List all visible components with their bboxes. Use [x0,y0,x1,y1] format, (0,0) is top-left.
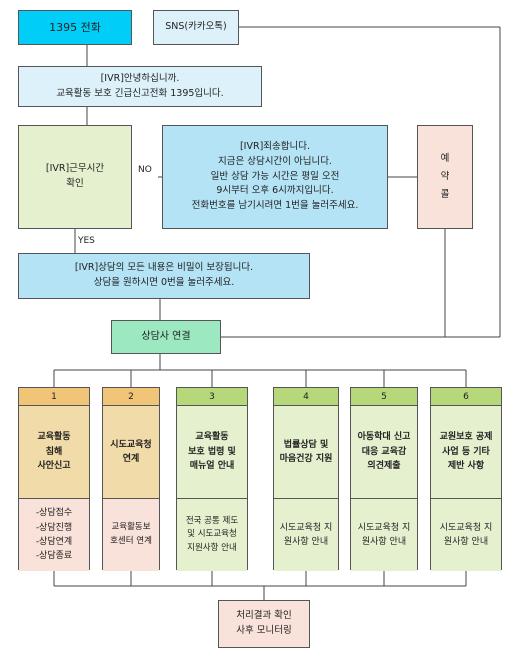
confidentiality-notice-node: [IVR]상담의 모든 내용은 비밀이 보장됩니다. 상담을 원하시면 0번을 … [18,253,310,299]
category-number: 2 [103,388,159,406]
work-hours-check-node: [IVR]근무시간 확인 [18,125,132,229]
category-title: 법률상담 및 마음건강 지원 [274,406,338,499]
category-title: 아동학대 신고 대응 교육감 의견제출 [351,406,417,499]
category-number: 3 [177,388,247,406]
category-detail: 교육활동보 호센터 연계 [103,499,159,571]
category-title: 교육활동 보호 법령 및 매뉴얼 안내 [177,406,247,499]
yes-edge-label: YES [78,236,95,246]
call-1395-node: 1395 전화 [18,10,132,45]
category-number: 5 [351,388,417,406]
category-detail: -상담접수 -상담진행 -상담연계 -상담종료 [19,499,89,571]
category-detail: 시도교육청 지 원사항 안내 [351,499,417,571]
category-column: 3 교육활동 보호 법령 및 매뉴얼 안내 전국 공통 제도 및 시도교육청 지… [176,387,248,571]
category-title: 시도교육청 연계 [103,406,159,499]
ivr-greeting-node: [IVR]안녕하십니까. 교육활동 보호 긴급신고전화 1395입니다. [18,66,262,107]
category-column: 4 법률상담 및 마음건강 지원 시도교육청 지 원사항 안내 [273,387,339,571]
no-edge-label: NO [138,165,152,175]
category-column: 1 교육활동 침해 사안신고 -상담접수 -상담진행 -상담연계 -상담종료 [18,387,90,571]
category-number: 1 [19,388,89,406]
category-detail: 시도교육청 지 원사항 안내 [431,499,501,571]
reservation-call-node: 예 약 콜 [417,125,473,229]
category-column: 2 시도교육청 연계 교육활동보 호센터 연계 [102,387,160,571]
counselor-connect-node: 상담사 연결 [111,320,221,354]
sns-kakaotalk-node: SNS(카카오톡) [153,10,239,45]
category-number: 6 [431,388,501,406]
category-column: 5 아동학대 신고 대응 교육감 의견제출 시도교육청 지 원사항 안내 [350,387,418,571]
after-hours-message-node: [IVR]죄송합니다. 지금은 상담시간이 아닙니다. 일반 상담 가능 시간은… [162,125,388,229]
category-title: 교원보호 공제 사업 등 기타 제반 사항 [431,406,501,499]
category-detail: 시도교육청 지 원사항 안내 [274,499,338,571]
category-number: 4 [274,388,338,406]
followup-monitoring-node: 처리결과 확인 사후 모니터링 [218,600,310,648]
category-column: 6 교원보호 공제 사업 등 기타 제반 사항 시도교육청 지 원사항 안내 [430,387,502,571]
category-title: 교육활동 침해 사안신고 [19,406,89,499]
category-detail: 전국 공통 제도 및 시도교육청 지원사항 안내 [177,499,247,571]
